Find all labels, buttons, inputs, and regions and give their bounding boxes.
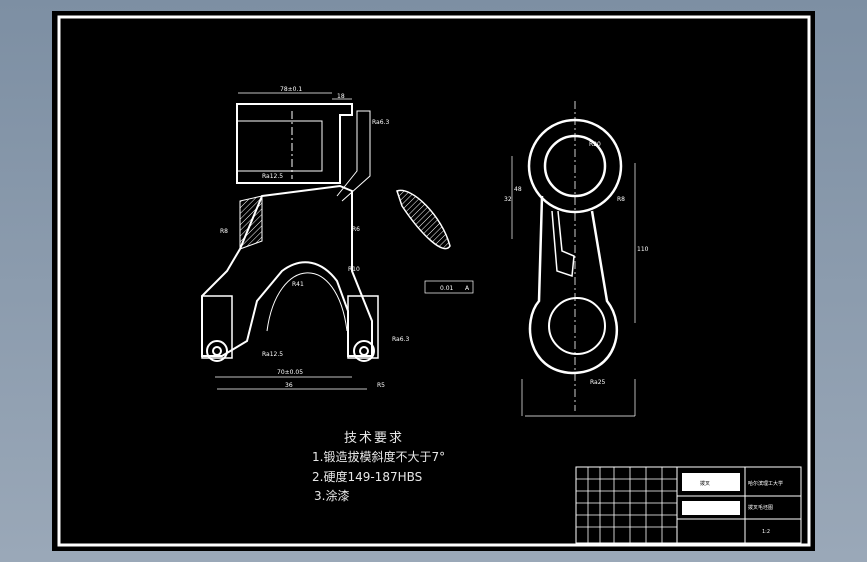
part-number: 拨叉毛坯图: [748, 504, 773, 511]
dim-label: Ra12.5: [262, 351, 283, 358]
drawing-canvas: 78±0.1 18 Ra6.3 Ra12.5 R8 R6 R41 R10 R5 …: [57, 15, 811, 547]
dim-label: R10: [348, 266, 360, 273]
dim-label: 48: [514, 186, 522, 193]
dim-label: 18: [337, 93, 345, 100]
dim-label: R20: [589, 141, 601, 148]
dimension-lines: [215, 92, 636, 417]
school-name: 哈尔滨理工大学: [748, 480, 783, 487]
tech-requirements-title: 技术要求: [344, 431, 405, 446]
dim-label: R41: [292, 281, 304, 288]
dim-label: R5: [377, 382, 385, 389]
dim-label: A: [465, 285, 470, 292]
tech-requirement-2: 2.硬度149-187HBS: [312, 470, 423, 484]
title-block: [575, 466, 802, 544]
tech-requirement-3: 3.涂漆: [314, 489, 350, 503]
title-block-grid: [576, 467, 677, 543]
drawing-name: 拨叉: [700, 480, 710, 487]
dim-label: 32: [504, 196, 512, 203]
sheet-scale: 1:2: [762, 529, 770, 535]
dim-label: 110: [637, 246, 649, 253]
title-block-text: 哈尔滨理工大学 拨叉毛坯图 1:2: [748, 480, 783, 535]
dim-label: 70±0.05: [277, 369, 303, 376]
tech-requirement-1: 1.锻造拔模斜度不大于7°: [312, 450, 446, 464]
front-view-fork: [201, 103, 379, 362]
dim-label: R8: [220, 228, 228, 235]
dim-label: Ra12.5: [262, 173, 283, 180]
dim-label: Ra25: [590, 379, 606, 386]
dim-label: R6: [352, 226, 360, 233]
dim-label: 36: [285, 382, 293, 389]
side-view-rod: [527, 101, 623, 411]
sheet-border: [57, 15, 811, 547]
dim-label: 0.01: [440, 285, 454, 292]
dim-label: 78±0.1: [280, 86, 302, 93]
section-oval: [396, 189, 451, 250]
dim-label: Ra6.3: [372, 119, 389, 126]
dim-label: Ra6.3: [392, 336, 409, 343]
dimension-labels: 78±0.1 18 Ra6.3 Ra12.5 R8 R6 R41 R10 R5 …: [220, 86, 649, 389]
drawing-sheet: 78±0.1 18 Ra6.3 Ra12.5 R8 R6 R41 R10 R5 …: [52, 11, 815, 551]
dim-label: R8: [617, 196, 625, 203]
